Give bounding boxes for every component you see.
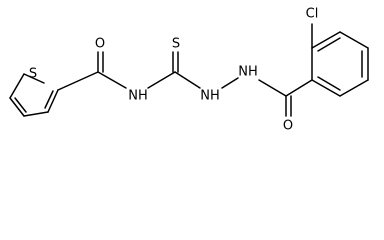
benzoyl-carbonyl <box>258 79 313 117</box>
bond-thiophene-c3-c2 <box>47 89 59 113</box>
bond-thiophene-c4-c3 <box>23 111 49 117</box>
hydrazide-nh2-label: NH <box>238 65 258 80</box>
chlorobenzene-ring <box>311 31 369 97</box>
bond-ring-c3-c4 <box>339 31 369 49</box>
bond-n-thiocarbonyl <box>147 71 176 89</box>
bond-ring-c2-c3-inner <box>317 37 341 52</box>
thiocarbonyl-sulfur-label: S <box>172 37 180 52</box>
bond-ring-c5-c6 <box>339 79 369 97</box>
bond-thiophene-c5-c4-inner <box>14 97 27 113</box>
thiophene-ring <box>9 73 59 117</box>
bond-thiophene-c2-s <box>23 73 45 84</box>
bond-thiophene-c3-c2-inner <box>44 90 54 109</box>
bond-carbonyl2-ring <box>285 79 313 97</box>
bond-ring-c6-c1-inner <box>317 76 341 91</box>
bond-thiophene-c5-c4 <box>9 97 25 117</box>
bond-nh-carbonyl2 <box>258 79 287 97</box>
hydrazide-nh1-label: NH <box>200 89 220 104</box>
carbonyl2-oxygen-label: O <box>283 119 293 134</box>
amide1-nh-label: NH <box>128 89 148 104</box>
bond-ring-c6-c1 <box>311 79 341 97</box>
chemical-structure-diagram: S O NH S NH NH O Cl <box>9 7 369 134</box>
bond-carbonyl1-n <box>97 71 127 89</box>
bond-c2-carbonyl <box>57 71 99 91</box>
thiophene-sulfur-label: S <box>29 67 37 82</box>
thiourea-core <box>147 51 201 89</box>
bond-thiocarbonyl-nh <box>174 71 201 89</box>
bond-ring-c2-c3 <box>311 31 341 49</box>
carbonyl1-oxygen-label: O <box>95 37 105 52</box>
bond-thiophene-s-c5 <box>9 73 25 99</box>
bond-hydrazide-n-n <box>221 77 239 89</box>
chlorine-label: Cl <box>306 7 319 22</box>
thiophene-carbonyl <box>57 51 127 91</box>
